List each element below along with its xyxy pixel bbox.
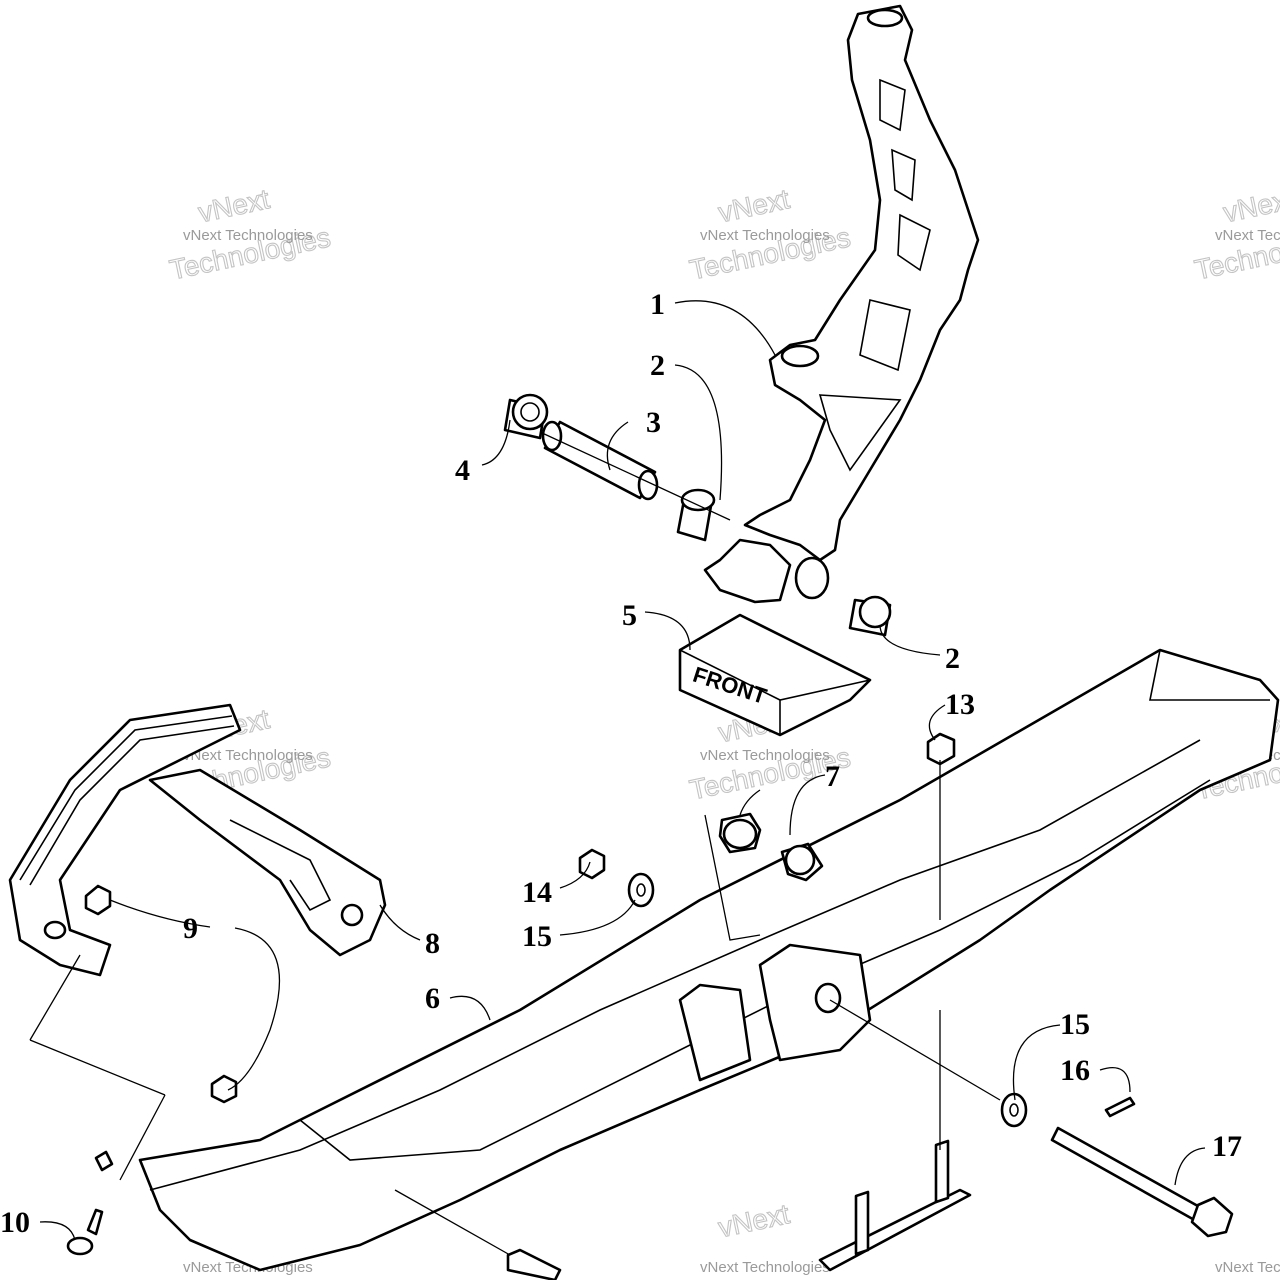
nut-part-13 — [926, 732, 956, 766]
watermark-company: vNext Technologies — [1215, 227, 1280, 244]
watermark-company: vNext Technologies — [183, 747, 313, 764]
callout-7: 7 — [825, 760, 840, 793]
bushing-part-4 — [503, 393, 549, 440]
bushing-part-2-lower — [848, 595, 892, 637]
cotter-pin-part-16 — [1104, 1096, 1136, 1118]
callout-15-upper: 15 — [522, 920, 552, 953]
callout-17: 17 — [1212, 1130, 1242, 1163]
callout-5: 5 — [622, 599, 637, 632]
bumper-part-5: FRONT — [678, 613, 872, 737]
ski-part-6 — [138, 648, 1280, 1272]
callout-1: 1 — [650, 288, 665, 321]
callout-6: 6 — [425, 982, 440, 1015]
callout-10: 10 — [0, 1206, 30, 1239]
watermark-company: vNext Technologies — [183, 227, 313, 244]
nut-part-9-upper — [84, 884, 112, 916]
callout-3: 3 — [646, 406, 661, 439]
watermark-company: vNext Technologies — [700, 1259, 830, 1276]
watermark-word-top: vNext — [716, 183, 793, 228]
bushing-part-2-upper — [676, 488, 716, 542]
callout-16: 16 — [1060, 1054, 1090, 1087]
bushing-part-7 — [718, 812, 824, 882]
watermark-company: vNext Technologies — [700, 747, 830, 764]
callout-2-upper: 2 — [650, 349, 665, 382]
bolt-part-17 — [1050, 1126, 1234, 1238]
callout-8: 8 — [425, 927, 440, 960]
callout-9: 9 — [183, 912, 198, 945]
washer-part-15-upper — [627, 872, 655, 908]
wear-bar — [506, 1139, 972, 1280]
callout-2-lower: 2 — [945, 642, 960, 675]
handle-part-8 — [8, 703, 387, 977]
callout-13: 13 — [945, 688, 975, 721]
watermark-company: vNext Technologies — [700, 227, 830, 244]
callout-15-lower: 15 — [1060, 1008, 1090, 1041]
callout-14: 14 — [522, 876, 552, 909]
callout-4: 4 — [455, 454, 470, 487]
bolt-part-10 — [66, 1150, 114, 1256]
callouts: 1 2 2 3 4 5 6 7 8 9 10 13 14 15 15 16 17 — [0, 288, 1242, 1239]
washer-part-15-lower — [1000, 1092, 1028, 1128]
nut-part-9-lower — [210, 1074, 238, 1104]
spindle-part-1 — [703, 4, 980, 604]
leader-lines — [29, 300, 1206, 1256]
watermark-word-top: vNext — [196, 183, 273, 228]
watermark-word-top: vNext — [1221, 183, 1280, 228]
watermark-word-top: vNext — [716, 1198, 793, 1243]
watermark-company: vNext Technologies — [1215, 1259, 1280, 1276]
